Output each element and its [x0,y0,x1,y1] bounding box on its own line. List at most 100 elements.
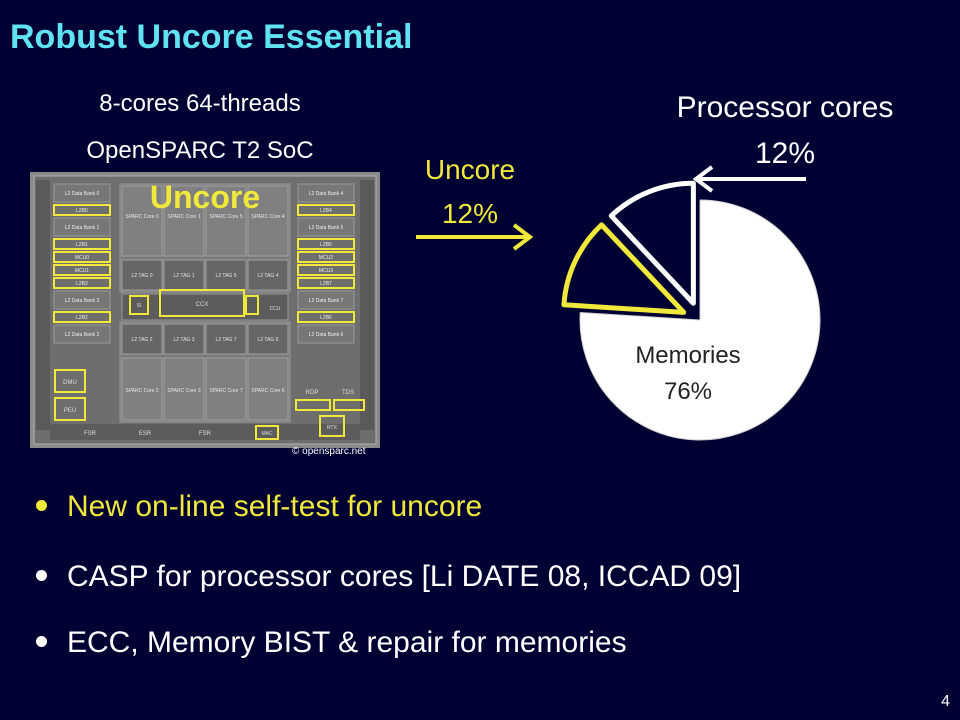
ccx-highlight [159,289,245,317]
uncore-arrow [416,223,534,251]
sparc-core-block [121,357,163,421]
mcu-label: MCU2 [319,255,333,261]
uncore-callout: Uncore 12% [400,148,540,236]
l2-tag-block [163,259,205,291]
tds-highlight [333,399,365,411]
si-highlight [129,295,149,315]
die-pad-left [36,180,50,430]
l2-tag-block [121,323,163,355]
die-ccx-row [121,293,289,321]
mac-label: MAC [261,431,273,437]
die-pad-right [360,180,374,430]
die-bottom-strip [50,424,360,440]
mcu-highlight [297,251,355,263]
l2-tag-label: L2 TAG 6 [258,337,279,343]
dmu-label: DMU [63,380,77,386]
l2-data-bank-label: L2 Data Bank 6 [309,332,344,338]
esr-label: ESR [139,431,152,437]
l2b-label: L2B1 [76,242,88,248]
dmu-highlight [54,369,86,393]
l2-tag-label: L2 TAG 2 [132,337,153,343]
uncore-arrow-head [512,223,534,251]
sparc-core-label: SPARC Core 6 [251,388,284,394]
uncore-callout-percent: 12% [441,198,499,229]
l2-data-bank-label: L2 Data Bank 0 [65,191,100,197]
chip-caption-cores: 8-cores 64-threads [99,90,301,117]
memories-slice-label: Memories 76% [598,338,778,410]
processor-cores-callout-percent: 12% [754,137,816,170]
bullet-dot-icon [36,499,47,511]
rdp-label: RDP [306,390,319,396]
l2-data-bank-block [297,217,355,237]
l2-data-bank-label: L2 Data Bank 3 [65,298,100,304]
l2-tag-block [247,259,289,291]
l2b-highlight [53,238,111,250]
l2-data-bank-label: L2 Data Bank 1 [65,225,100,231]
l2b-highlight [297,238,355,250]
bullet-text: CASP for processor cores [Li DATE 08, IC… [67,560,742,593]
l2-tag-block [121,259,163,291]
sparc-core-label: SPARC Core 2 [125,388,158,394]
l2-tag-label: L2 TAG 0 [132,273,153,279]
si-label: SI [137,303,142,309]
l2-tag-block [163,323,205,355]
uncore-overlay-label: Uncore [150,179,260,215]
processor-cores-callout-name: Processor cores [676,91,894,124]
sparc-core-block [205,185,247,257]
processor-cores-arrow [692,165,806,193]
l2-data-bank-block [53,217,111,237]
l2b-label: L2B4 [320,208,332,214]
mcu-highlight [297,264,355,276]
memories-slice-name: Memories [635,342,741,369]
l2-tag-label: L2 TAG 4 [258,273,279,279]
l2b-label: L2B6 [320,315,332,321]
sparc-core-block [247,185,289,257]
bullet-item: ECC, Memory BIST & repair for memories [36,626,627,660]
l2-data-bank-block [297,290,355,310]
l2-tag-block [205,259,247,291]
mcu-label: MCU3 [319,268,333,274]
l2b-highlight [297,311,355,323]
memories-slice-percent: 76% [663,378,713,405]
rdp-highlight [295,399,331,411]
sparc-core-block [205,357,247,421]
processor-cores-arrow-head [692,165,714,193]
l2-tag-block [205,323,247,355]
left-uncore-column: L2 Data Bank 0 L2B0 L2 Data Bank 1 L2B1MCU0… [53,183,111,344]
slide-title: Robust Uncore Essential [10,18,413,56]
sparc-core-label: SPARC Core 7 [209,388,242,394]
peu-highlight [54,397,86,421]
l2-tag-label: L2 TAG 7 [216,337,237,343]
l2b-label: L2B0 [76,208,88,214]
l2-tag-label: L2 TAG 1 [174,273,195,279]
sparc-core-block [163,185,205,257]
l2b-label: L2B5 [320,242,332,248]
copyright-note: © opensparc.net [292,446,366,457]
chip-caption-name: OpenSPARC T2 SoC [86,137,314,164]
peu-label: PEU [64,408,76,414]
rtx-label: RTX [327,425,338,431]
l2-data-bank-block [53,290,111,310]
mcu-label: MCU0 [75,255,89,261]
pie-slice-uncore [561,222,687,315]
sparc-core-block [247,357,289,421]
mcu-highlight [53,251,111,263]
sparc-core-label: SPARC Core 1 [167,214,200,220]
l2-data-bank-block [297,324,355,344]
si-right-highlight [245,295,259,315]
ccu-label: CCU [270,306,281,312]
bullet-dot-icon [36,569,47,581]
sparc-core-label: SPARC Core 4 [251,214,284,220]
sparc-core-label: SPARC Core 5 [209,214,242,220]
processor-cores-callout: Processor cores 12% [640,85,930,177]
bullet-text: New on-line self-test for uncore [67,490,483,523]
bullet-item: CASP for processor cores [Li DATE 08, IC… [36,560,741,594]
sparc-core-block [163,357,205,421]
bullet-item: New on-line self-test for uncore [36,490,482,524]
sparc-core-label: SPARC Core 3 [167,388,200,394]
l2-data-bank-block [53,324,111,344]
l2-data-bank-label: L2 Data Bank 4 [309,191,344,197]
bullet-dot-icon [36,635,47,647]
